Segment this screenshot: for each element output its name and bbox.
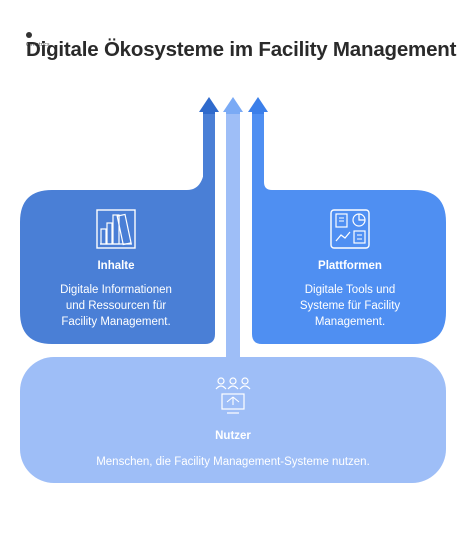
logo-text: Cimetrics bbox=[26, 42, 50, 48]
inhalte-desc-line-2: und Ressourcen für bbox=[65, 300, 167, 312]
inhalte-title: Inhalte bbox=[97, 260, 135, 272]
arrow-right bbox=[248, 97, 268, 112]
nutzer-description: Menschen, die Facility Management-System… bbox=[96, 456, 370, 468]
plattformen-desc-line-3: Management. bbox=[314, 316, 386, 328]
nutzer-text: Nutzer Menschen, die Facility Management… bbox=[30, 430, 436, 470]
arrow-center bbox=[223, 97, 243, 112]
nutzer-title: Nutzer bbox=[215, 430, 251, 442]
inhalte-card bbox=[20, 112, 215, 344]
page-title: Digitale Ökosysteme im Facility Manageme… bbox=[26, 38, 457, 61]
arrow-left-neck bbox=[203, 111, 215, 114]
arrow-left bbox=[199, 97, 219, 112]
inhalte-desc-line-1: Digitale Informationen bbox=[60, 284, 172, 296]
arrow-right-neck bbox=[252, 111, 264, 114]
plattformen-desc-line-2: Systeme für Facility bbox=[299, 300, 401, 312]
logo: Cimetrics bbox=[26, 30, 54, 48]
plattformen-title: Plattformen bbox=[318, 260, 382, 272]
plattformen-desc-line-1: Digitale Tools und bbox=[304, 284, 396, 296]
inhalte-description: Digitale Informationen und Ressourcen fü… bbox=[30, 282, 202, 330]
dashboard-charts-icon bbox=[330, 209, 370, 249]
library-books-icon bbox=[96, 209, 136, 249]
nutzer-card bbox=[20, 357, 446, 483]
inhalte-text: Inhalte Digitale Informationen und Resso… bbox=[30, 260, 202, 330]
plattformen-text: Plattformen Digitale Tools und Systeme f… bbox=[264, 260, 436, 330]
center-trunk bbox=[226, 112, 240, 362]
plattformen-card bbox=[252, 112, 446, 344]
logo-mark-icon bbox=[26, 31, 32, 38]
plattformen-description: Digitale Tools und Systeme für Facility … bbox=[264, 282, 436, 330]
inhalte-desc-line-3: Facility Management. bbox=[61, 316, 171, 328]
users-network-icon bbox=[215, 377, 251, 414]
arrow-center-neck bbox=[226, 111, 240, 114]
